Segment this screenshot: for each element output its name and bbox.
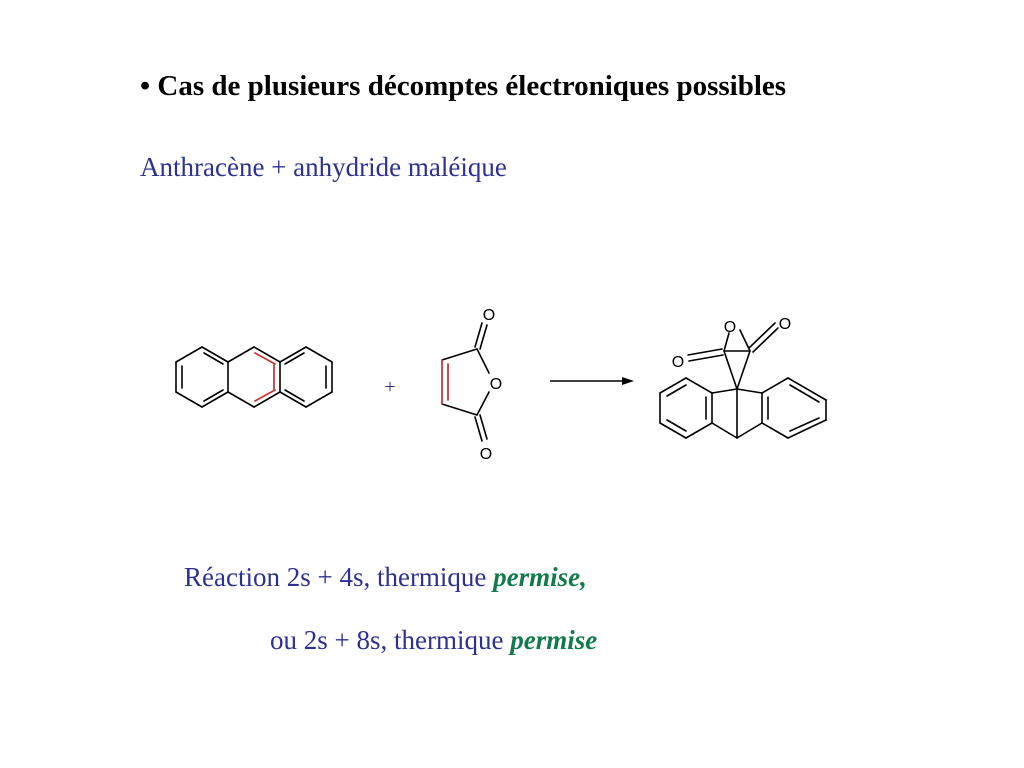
anthracene-molecule [175, 346, 333, 408]
adduct-molecule [659, 322, 827, 439]
result-line-1: Réaction 2s + 4s, thermique permise, [184, 562, 587, 593]
heading-text: Cas de plusieurs décomptes électroniques… [157, 70, 787, 102]
oxygen-label: O [480, 446, 492, 463]
oxygen-label: O [490, 376, 502, 393]
allowed-label: permise, [493, 562, 587, 592]
oxygen-label: O [779, 316, 791, 333]
reaction-subtitle: Anthracène + anhydride maléique [140, 152, 507, 182]
maleic-reactive-bond [441, 359, 449, 405]
reaction-arrow [550, 377, 634, 385]
oxygen-label: O [724, 319, 736, 336]
result-line-2: ou 2s + 8s, thermique permise [270, 625, 597, 656]
result-text: Réaction 2s + 4s, thermique [184, 562, 487, 592]
oxygen-label: O [483, 307, 495, 324]
result-text: ou 2s + 8s, thermique [270, 625, 504, 655]
maleic-anhydride-molecule [441, 322, 490, 442]
slide-heading: • Cas de plusieurs décomptes électroniqu… [140, 70, 786, 103]
anthracene-reactive-bonds [254, 352, 276, 402]
oxygen-label: O [672, 354, 684, 371]
plus-sign: + [384, 376, 395, 398]
bullet: • [140, 70, 151, 102]
allowed-label: permise [510, 625, 598, 655]
